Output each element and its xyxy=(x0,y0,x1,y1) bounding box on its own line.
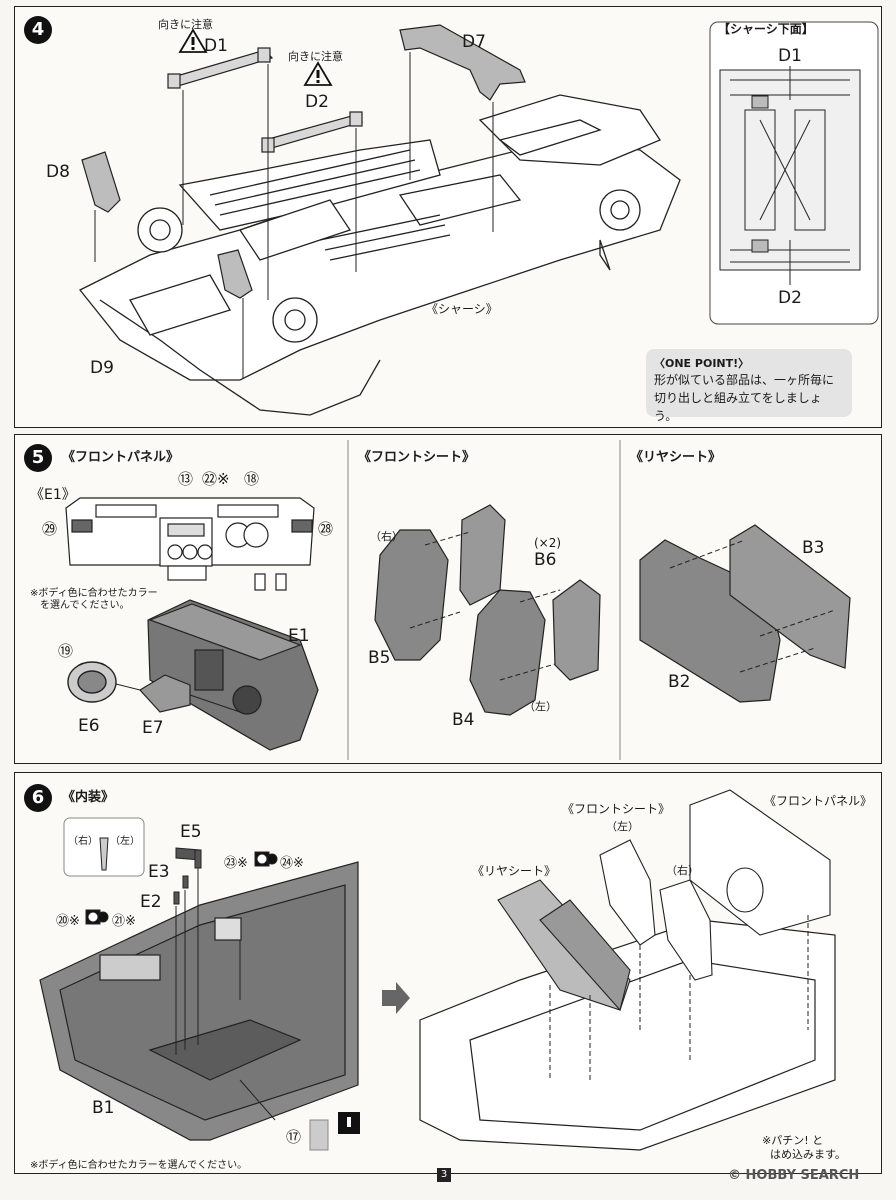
rear-seat-title: 《リヤシート》 xyxy=(630,450,722,465)
part-label-e3: E3 xyxy=(148,862,170,882)
front-seat-title: 《フロントシート》 xyxy=(358,450,476,465)
caution-text-1: 向きに注意 xyxy=(158,18,213,31)
part-label-e1: E1 xyxy=(288,626,310,646)
page-number: 3 xyxy=(437,1168,451,1182)
underside-d1-label: D1 xyxy=(778,46,802,66)
part-label-e5: E5 xyxy=(180,822,202,842)
decal-23: ㉓※ xyxy=(224,856,248,871)
part-label-e7: E7 xyxy=(142,718,164,738)
assembled-front-panel-label: 《フロントパネル》 xyxy=(764,794,873,808)
part-label-e6: E6 xyxy=(78,716,100,736)
decal-28: ㉘ xyxy=(318,520,334,538)
assembled-seat-right-label: （右） xyxy=(666,864,699,877)
chassis-label: 《シャーシ》 xyxy=(426,302,498,316)
decal-17: ⑰ xyxy=(286,1128,302,1146)
part-label-d1: D1 xyxy=(204,36,228,56)
step6-number: 6 xyxy=(24,784,52,812)
decal-21: ㉑※ xyxy=(112,914,136,929)
decal-29: ㉙ xyxy=(42,520,58,538)
decal-13: ⑬ xyxy=(178,470,194,488)
decal-18: ⑱ xyxy=(244,470,260,488)
step6-color-note: ※ボディ色に合わせたカラーを選んでください。 xyxy=(30,1160,248,1171)
part-label-d8: D8 xyxy=(46,162,70,182)
part-label-b6: B6 xyxy=(534,550,557,570)
part-label-b4: B4 xyxy=(452,710,475,730)
part-label-d7: D7 xyxy=(462,32,486,52)
part-label-d2: D2 xyxy=(305,92,329,112)
decal-22: ㉒※ xyxy=(202,470,230,488)
assembled-front-seat-label: 《フロントシート》 xyxy=(562,802,671,816)
parts-left-label: （左） xyxy=(110,836,140,847)
seat-left-label: （左） xyxy=(524,700,557,713)
one-point-box: 〈ONE POINT!〉 形が似ている部品は、一ヶ所毎に 切り出しと組み立てをし… xyxy=(646,349,852,423)
caution-text-2: 向きに注意 xyxy=(288,50,343,63)
part-label-b1: B1 xyxy=(92,1098,115,1118)
underside-title: 【シャーシ下面】 xyxy=(718,22,814,36)
part-label-b5: B5 xyxy=(368,648,391,668)
parts-right-label: （右） xyxy=(68,836,98,847)
snap-note-line-1: ※パチン! と xyxy=(762,1134,824,1147)
front-panel-title: 《フロントパネル》 xyxy=(62,450,180,465)
watermark: © HOBBY SEARCH xyxy=(728,1168,860,1183)
decal-19: ⑲ xyxy=(58,642,74,660)
part-label-b3: B3 xyxy=(802,538,825,558)
decal-24: ㉔※ xyxy=(280,856,304,871)
color-note-line-1: ※ボディ色に合わせたカラー xyxy=(30,588,158,599)
part-label-d9: D9 xyxy=(90,358,114,378)
e1-view-label: 《E1》 xyxy=(30,487,76,503)
decal-20: ⑳※ xyxy=(56,914,80,929)
assembled-seat-left-label: （左） xyxy=(606,820,639,833)
step4-number: 4 xyxy=(24,16,52,44)
seat-right-label: （右） xyxy=(370,530,403,543)
part-label-b2: B2 xyxy=(668,672,691,692)
snap-note-line-2: はめ込みます。 xyxy=(770,1148,846,1161)
step5-number: 5 xyxy=(24,444,52,472)
one-point-title: 〈ONE POINT!〉 xyxy=(654,357,750,370)
interior-title: 《内装》 xyxy=(62,790,115,805)
assembled-rear-seat-label: 《リヤシート》 xyxy=(472,864,557,878)
one-point-line-1: 形が似ている部品は、一ヶ所毎に xyxy=(654,373,835,387)
b6-quantity: (×2) xyxy=(534,536,562,550)
color-note-line-2: を選んでください。 xyxy=(40,600,130,611)
one-point-line-2: 切り出しと組み立てをしましょう。 xyxy=(654,391,822,423)
underside-d2-label: D2 xyxy=(778,288,802,308)
part-label-e2: E2 xyxy=(140,892,162,912)
